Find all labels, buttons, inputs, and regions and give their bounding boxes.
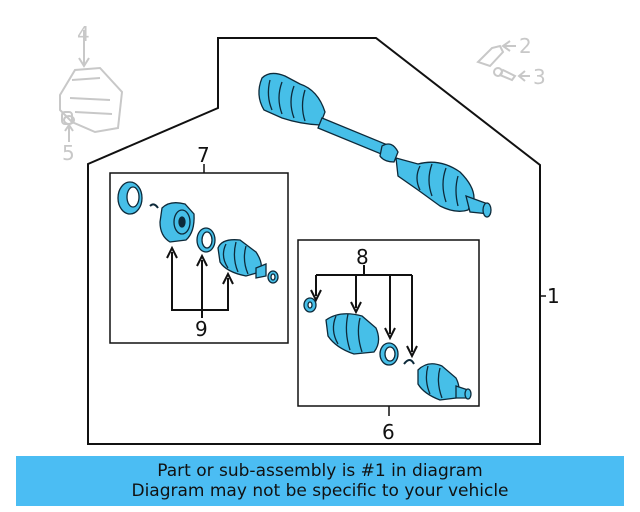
- callout-3: 3: [533, 65, 546, 89]
- axle-shaft-assembly: [258, 72, 492, 218]
- callout-2: 2: [519, 34, 532, 58]
- assembly-outline: [87, 37, 541, 445]
- context-part-3-bolt: [493, 67, 530, 82]
- banner-line-2: Diagram may not be specific to your vehi…: [131, 481, 509, 501]
- context-part-5-bolt: [63, 115, 75, 142]
- callout-8: 8: [356, 245, 369, 269]
- bracket-9: [166, 245, 234, 318]
- callout-4: 4: [77, 22, 90, 46]
- callout-1: 1: [547, 284, 560, 308]
- info-banner: Part or sub-assembly is #1 in diagram Di…: [16, 456, 624, 506]
- subassembly-7-parts: [117, 181, 279, 284]
- subassembly-box-7: [109, 172, 289, 344]
- callout-5: 5: [62, 141, 75, 165]
- callout-7: 7: [197, 143, 210, 167]
- callout-6: 6: [382, 420, 395, 444]
- context-part-2-clip: [476, 40, 516, 68]
- callout-9: 9: [195, 317, 208, 341]
- bracket-8: [310, 265, 418, 359]
- banner-line-1: Part or sub-assembly is #1 in diagram: [157, 461, 483, 481]
- parts-diagram: 1 2 3 4 5 6 7 8 9: [59, 22, 560, 445]
- subassembly-6-parts: [303, 297, 472, 401]
